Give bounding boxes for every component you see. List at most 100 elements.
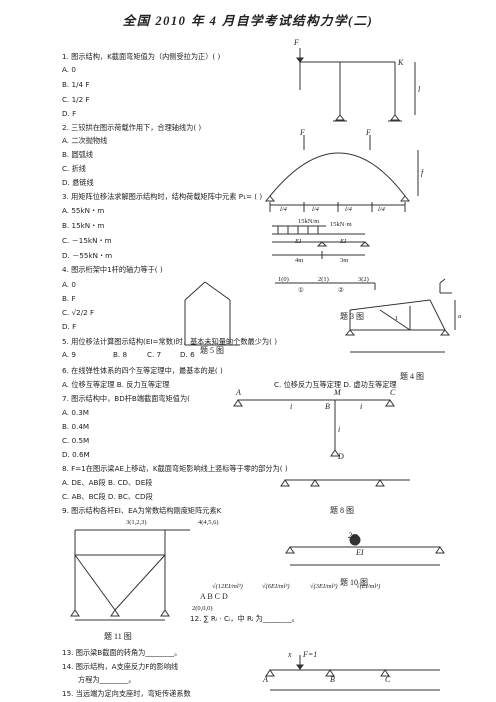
- ei-frac-3: √(3EI/ml³): [310, 583, 338, 590]
- len-label-1: 4m: [295, 257, 304, 264]
- span-label-1: l/4: [280, 206, 287, 213]
- q10-caption: 题 10 图: [340, 578, 368, 587]
- fp-label-3: F: [366, 128, 371, 137]
- q1-option-c: C. 1/2 F: [62, 95, 90, 104]
- q3-stem: 3. 用矩阵位移法求解图示结构时，结构荷载矩阵中元素 P₁= ( ): [62, 192, 263, 201]
- i-label-3: i: [338, 425, 341, 434]
- q13-text: 13. 图示梁B截面的转角为________。: [62, 648, 182, 657]
- q7-option-c: C. 0.5M: [62, 436, 90, 445]
- q3-option-a: A. 55kN・m: [62, 206, 105, 215]
- d-node-label: D: [338, 452, 344, 461]
- node-123-label: 3(1,2,3): [126, 519, 147, 526]
- q1-stem: 1. 图示结构，K截面弯矩值为（内侧受拉为正）( ): [62, 52, 221, 61]
- i-label-1: i: [290, 402, 293, 411]
- ei-frac-1: √(12EI/ml³): [212, 583, 243, 590]
- span-label-4: l/4: [378, 206, 385, 213]
- l-label: l: [418, 85, 421, 94]
- q7-stem: 7. 图示结构中，BD杆B端截面弯矩值为(: [62, 394, 190, 403]
- q3-option-c: C. －15kN・m: [62, 236, 112, 245]
- q4-option-b: B. F: [62, 294, 76, 303]
- q3-beam-figure: [272, 225, 371, 259]
- q5-house-figure: [184, 281, 240, 346]
- q5-option-b: B. 8: [113, 350, 128, 359]
- q5-option-c: C. 7: [147, 350, 162, 359]
- len-label-2: 3m: [340, 257, 349, 264]
- a-node-label: A: [236, 388, 241, 397]
- q8-caption: 题 8 图: [330, 506, 354, 515]
- one-label: 1: [395, 315, 399, 322]
- q4-option-c: C. √2/2 F: [62, 308, 95, 317]
- q6-stem: 6. 在线弹性体系的四个互等定理中，最基本的是( ): [62, 366, 223, 375]
- q7-frame-figure: [233, 399, 395, 457]
- q3-option-d: D. －55kN・m: [62, 251, 113, 260]
- node-label-1: 1(0): [278, 276, 289, 283]
- q4-truss-figure: [344, 299, 456, 353]
- q8-stem: 8. F=1在图示梁AE上移动，K截面弯矩影响线上竖标等于零的部分为( ): [62, 464, 288, 473]
- x-label: x: [288, 650, 292, 659]
- q11-caption: 题 11 图: [104, 632, 132, 641]
- node-label-3: 3(2): [358, 276, 369, 283]
- ei-label-1: EI: [295, 238, 302, 245]
- q1-option-d: D. F: [62, 109, 77, 118]
- b-label-13: B: [330, 675, 335, 684]
- q7-option-b: B. 0.4M: [62, 422, 90, 431]
- fp-label: F: [294, 38, 299, 47]
- q12-text: 12. ∑ Rᵢ · Cᵢ，中 Rᵢ 为________。: [190, 614, 299, 623]
- i-label-2: i: [360, 402, 363, 411]
- q1-frame-figure: [296, 48, 416, 122]
- q14-text-cont: 方程为________。: [78, 675, 136, 684]
- q2-stem: 2. 三铰拱在图示荷载作用下，合理轴线为( ): [62, 123, 202, 132]
- q14-text: 14. 图示结构，A支座反力F的影响线: [62, 662, 179, 671]
- mass-label: 2m: [348, 531, 358, 540]
- fp1-label: F=1: [303, 650, 318, 659]
- elem-label-1: ①: [298, 287, 304, 294]
- q13-beam-figure: [265, 655, 440, 691]
- fp-label-2: F: [300, 128, 305, 137]
- span-label-3: l/4: [345, 206, 352, 213]
- load-label-2: 15kN·m: [330, 221, 352, 228]
- q9-stem: 9. 图示结构各杆EI、EA为常数结构刚度矩阵元素K: [62, 506, 222, 515]
- q6-option-cd: C. 位移反力互等定理 D. 虚功互等定理: [274, 380, 397, 389]
- q10-beam-figure: [285, 534, 445, 566]
- q4-option-a: A. 0: [62, 280, 76, 289]
- q11-frame-figure: [70, 529, 190, 621]
- q5-stem: 5. 用位移法计算图示结构(EI=常数)时，基本未知量的个数最少为( ): [62, 337, 278, 346]
- ei-label-10: EI: [356, 548, 364, 557]
- a-label-13: A: [263, 675, 268, 684]
- q8-option-cd: C. AB、BC段 D. BC、CD段: [62, 492, 153, 501]
- q8-option-ab: A. DE、AB段 B. CD、DE段: [62, 478, 153, 487]
- q9-options: A B C D: [200, 592, 228, 601]
- ei-frac-4: √(EI/ml³): [356, 583, 381, 590]
- q8-beam-figure: [280, 479, 410, 487]
- q2-arch-figure: [264, 135, 419, 212]
- q15-text: 15. 当远端为定向支座时，弯矩传递系数: [62, 689, 191, 698]
- span-label-2: l/4: [312, 206, 319, 213]
- b-node-label: B: [325, 402, 330, 411]
- q3-node-figure: [275, 278, 452, 294]
- m-label: M: [334, 388, 341, 397]
- q1-option-b: B. 1/4 F: [62, 80, 90, 89]
- q7-option-d: D. 0.6M: [62, 450, 90, 459]
- ei-label-2: EI: [340, 238, 347, 245]
- q2-option-b: B. 圆弧线: [62, 150, 94, 159]
- node-456-label: 4(4,5,6): [198, 519, 219, 526]
- q7-option-a: A. 0.3M: [62, 408, 89, 417]
- node-label-2: 2(1): [318, 276, 329, 283]
- a-label: a: [458, 313, 462, 320]
- q5-option-a: A. 9: [62, 350, 76, 359]
- node-000-label: 2(0,0,0): [192, 605, 213, 612]
- q4-option-d: D. F: [62, 322, 77, 331]
- q3-option-b: B. 15kN・m: [62, 221, 105, 230]
- q5-option-d: D. 6: [180, 350, 195, 359]
- f-label: f: [421, 168, 424, 177]
- q4-stem: 4. 图示桁架中1杆的轴力等于( ): [62, 265, 163, 274]
- q1-option-a: A. 0: [62, 65, 76, 74]
- load-label-1: 15kN/m: [298, 218, 320, 225]
- q4-caption: 题 4 图: [400, 372, 424, 381]
- q2-option-d: D. 悬链线: [62, 178, 94, 187]
- q5-caption: 题 5 图: [200, 346, 224, 355]
- c-node-label: C: [390, 388, 396, 397]
- q3-caption: 题 3 图: [340, 312, 364, 321]
- c-label-13: C: [385, 675, 391, 684]
